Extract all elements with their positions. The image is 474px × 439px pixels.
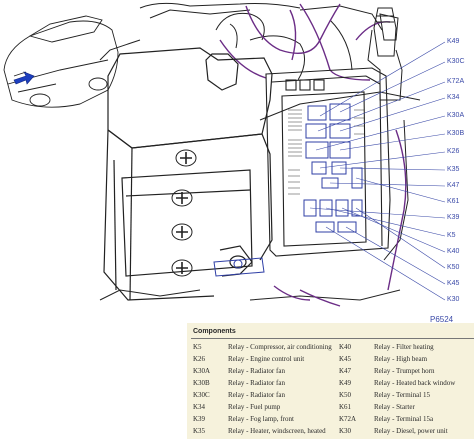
component-description: Relay - Starter: [374, 403, 415, 411]
legend-divider: [191, 338, 474, 339]
callout-label: K45: [447, 280, 460, 287]
callout-label: K26: [447, 148, 460, 155]
battery: [103, 47, 273, 301]
callout-label: K34: [447, 94, 460, 101]
component-description: Relay - Terminal 15: [374, 391, 430, 399]
component-code: K30: [339, 427, 352, 435]
callout-leaders: [309, 41, 446, 301]
callout-label: K72A: [447, 78, 465, 85]
callout-label: K39: [447, 214, 460, 221]
component-description: Relay - Filter heating: [374, 343, 434, 351]
callout-label: K49: [447, 38, 460, 45]
component-description: Relay - Fog lamp, front: [228, 415, 294, 423]
car-thumbnail: [3, 15, 119, 108]
coolant-reservoir: [373, 7, 397, 57]
component-description: Relay - Fuel pump: [228, 403, 281, 411]
component-code: K40: [339, 343, 352, 351]
component-description: Relay - Radiator fan: [228, 379, 285, 387]
legend-title: Components: [193, 328, 236, 335]
component-description: Relay - Radiator fan: [228, 391, 285, 399]
relay-box: [265, 67, 391, 257]
component-description: Relay - Terminal 15a: [374, 415, 434, 423]
callout-label: K35: [447, 166, 460, 173]
callout-label: K5: [447, 232, 456, 239]
terminal-clamp: [213, 257, 265, 277]
component-description: Relay - Compressor, air conditioning: [228, 343, 332, 351]
callout-label: K30B: [447, 130, 465, 137]
callout-label: K30C: [447, 58, 465, 65]
component-code: K50: [339, 391, 352, 399]
component-code: K30B: [193, 379, 210, 387]
component-description: Relay - Engine control unit: [228, 355, 305, 363]
component-description: Relay - High beam: [374, 355, 428, 363]
components-legend: Components K5 Relay - Compressor, air con…: [187, 323, 474, 439]
component-code: K30A: [193, 367, 211, 375]
fuse-strips: [288, 109, 364, 195]
component-code: K35: [193, 427, 206, 435]
component-code: K45: [339, 355, 352, 363]
component-code: K47: [339, 367, 352, 375]
component-code: K34: [193, 403, 206, 411]
component-description: Relay - Radiator fan: [228, 367, 285, 375]
component-description: Relay - Trumpet horn: [374, 367, 435, 375]
battery-caps: [171, 149, 197, 277]
component-code: K49: [339, 379, 352, 387]
callout-label: K30: [447, 296, 460, 303]
component-description: Relay - Heated back window: [374, 379, 456, 387]
component-code: K30C: [193, 391, 210, 399]
callout-label: K40: [447, 248, 460, 255]
component-code: K39: [193, 415, 206, 423]
component-code: K72A: [339, 415, 357, 423]
callout-label: K61: [447, 198, 460, 205]
component-description: Relay - Heater, windscreen, heated: [228, 427, 326, 435]
callout-label: K30A: [447, 112, 465, 119]
component-code: K61: [339, 403, 352, 411]
component-code: K26: [193, 355, 206, 363]
figure-reference: P6524: [430, 315, 454, 324]
location-arrow-icon: [13, 71, 35, 85]
component-description: Relay - Diesel, power unit: [374, 427, 448, 435]
callout-label: K47: [447, 182, 460, 189]
component-code: K5: [193, 343, 202, 351]
callout-label: K50: [447, 264, 460, 271]
